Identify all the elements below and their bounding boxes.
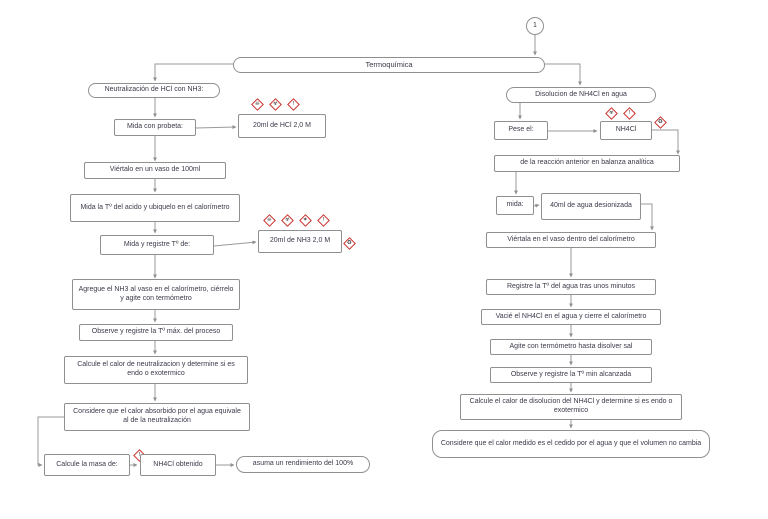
right-measure-node: mida:: [496, 196, 534, 215]
ghs-corrosive-icon: ☣: [604, 106, 618, 120]
right-from-reaction-node: de la reacción anterior en balanza analí…: [494, 155, 680, 172]
ghs-corrosive-icon: ☣: [268, 97, 282, 111]
left-calc-heat-node: Calcule el calor de neutralizacion y det…: [64, 356, 248, 384]
nh4cl-node: NH4Cl: [600, 121, 652, 140]
ghs-toxic-icon: ☠: [262, 213, 276, 227]
left-start-node: Neutralización de HCl con NH3:: [88, 83, 220, 98]
left-add-nh3-node: Agregue el NH3 al vaso en el calorímetro…: [72, 279, 240, 310]
left-calc-mass-node: Calcule la masa de:: [44, 454, 130, 476]
left-observe-max-node: Observe y registre la Tº máx. del proces…: [79, 324, 233, 341]
ghs-environment-icon: ♻: [342, 236, 356, 250]
ghs-exclamation-icon: !: [316, 213, 330, 227]
nh4cl-obtained-node: NH4Cl obtenido: [140, 454, 216, 476]
right-calc-heat-node: Calcule el calor de disolucion del NH4Cl…: [460, 394, 682, 420]
ghs-corrosive-icon: ☣: [280, 213, 294, 227]
left-measure-temp-of-node: Mida y registre Tº de:: [100, 235, 214, 255]
left-pour-node: Viértalo en un vaso de 100ml: [84, 162, 226, 179]
hcl-hazard-icons: ☠ ☣ !: [250, 97, 300, 111]
left-consider-node: Considere que el calor absorbido por el …: [64, 403, 250, 431]
left-measure-probeta-node: Mida con probeta:: [114, 119, 196, 136]
ghs-exclamation-icon: !: [622, 106, 636, 120]
right-pour-node: Viértala en el vaso dentro del calorímet…: [486, 232, 656, 248]
page-connector-circle: 1: [526, 17, 544, 35]
left-measure-temp-acid-node: Mida la Tº del acido y ubiquelo en el ca…: [70, 194, 240, 222]
right-empty-salt-node: Vacié el NH4Cl en el agua y cierre el ca…: [481, 309, 661, 325]
nh4cl-side-hazard-icon-group: ♻: [653, 115, 667, 129]
nh3-environment-hazard-icon-group: ♻: [342, 236, 356, 250]
ghs-toxic-icon: ☠: [250, 97, 264, 111]
ghs-exclamation-icon: !: [286, 97, 300, 111]
right-start-node: Disolucion de NH4Cl en agua: [506, 87, 656, 103]
nh4cl-hazard-icons: ☣ !: [604, 106, 636, 120]
right-consider-node: Considere que el calor medido es el cedi…: [432, 430, 710, 458]
right-register-temp-node: Registre la Tº del agua tras unos minuto…: [486, 279, 656, 295]
left-yield-node: asuma un rendimiento del 100%: [236, 456, 370, 473]
ghs-environment-icon: ♻: [653, 115, 667, 129]
right-water-node: 40ml de agua desionizada: [541, 193, 641, 220]
right-weigh-node: Pese el:: [494, 121, 548, 140]
right-observe-min-node: Observe y registre la Tº min alcanzada: [490, 367, 652, 383]
nh3-hazard-icons: ☠ ☣ ✶ !: [262, 213, 330, 227]
hcl-node: 20ml de HCl 2,0 M: [238, 114, 326, 138]
nh3-node: 20ml de NH3 2,0 M: [258, 230, 342, 253]
right-stir-node: Agite con termómetro hasta disolver sal: [490, 339, 652, 355]
ghs-health-hazard-icon: ✶: [298, 213, 312, 227]
flow-title: Termoquímica: [233, 57, 545, 73]
